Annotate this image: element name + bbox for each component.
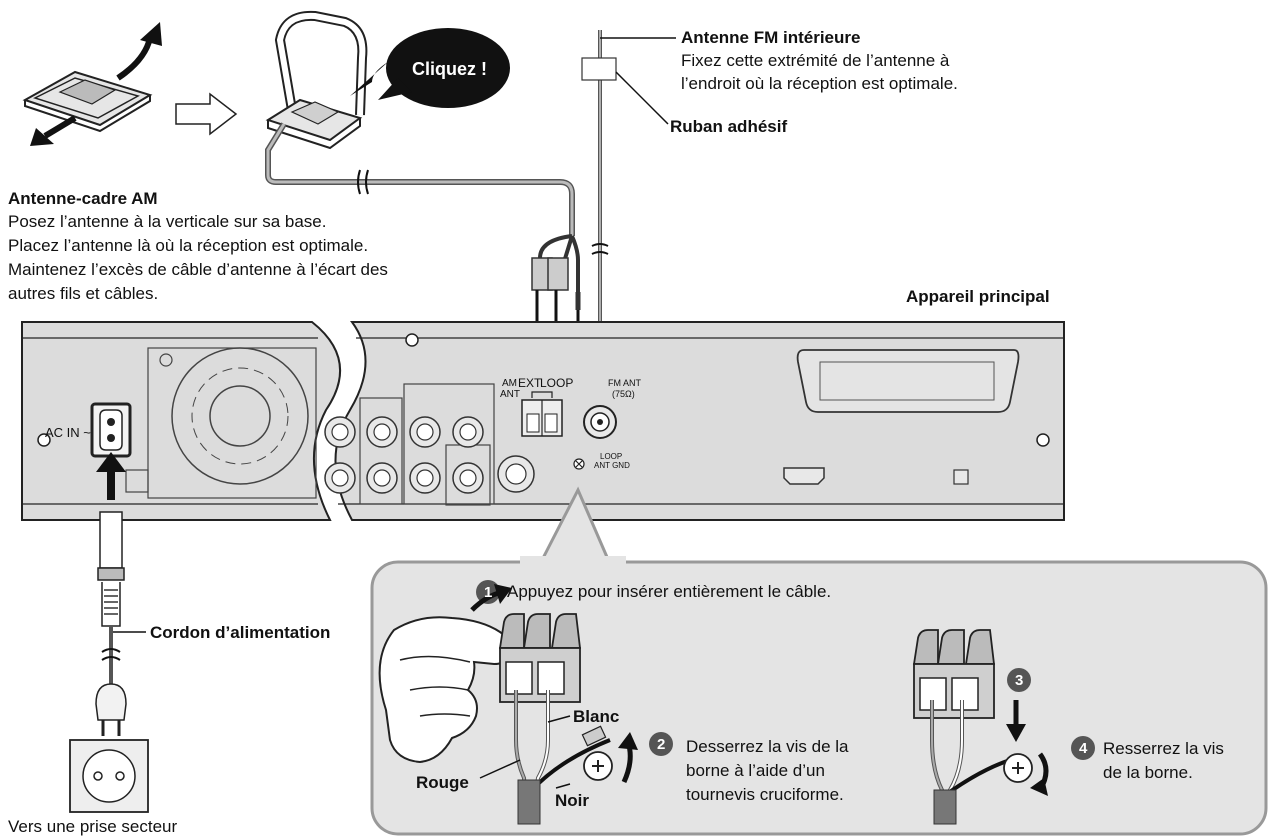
ext-label: EXT (518, 376, 542, 390)
fm-antenna-line-2: l’endroit où la réception est optimale. (681, 74, 958, 93)
step-4-line-2: de la borne. (1103, 763, 1193, 782)
loop-gnd-label-2: ANT GND (594, 461, 630, 470)
rotate-down-arrow-icon (43, 115, 77, 139)
am-loop-antenna-icon (265, 10, 368, 150)
am-antenna-base-icon (22, 70, 153, 133)
step-4-badge (1071, 736, 1095, 760)
main-unit-panel (21, 321, 1065, 521)
main-unit-label: Appareil principal (906, 287, 1050, 306)
arrow-head-up (140, 22, 162, 46)
loop-gnd-label-1: LOOP (600, 452, 623, 461)
ac-in-label: AC IN ~ (45, 425, 91, 440)
loop-label: LOOP (540, 376, 574, 390)
hand-icon (378, 616, 512, 764)
step-4-line-1: Resserrez la vis (1103, 739, 1224, 758)
step-1-text: Appuyez pour insérer entièrement le câbl… (507, 582, 832, 601)
step-1-badge (476, 580, 500, 604)
step-2-number: 2 (657, 736, 666, 753)
fm-antenna-title: Antenne FM intérieure (681, 28, 861, 47)
step-2-line-1: Desserrez la vis de la (686, 737, 849, 756)
click-bubble (350, 28, 510, 108)
cable-break-mark (357, 169, 369, 195)
power-plug-icon (97, 511, 125, 627)
screw-icon (581, 725, 613, 781)
hollow-arrow-icon (175, 92, 238, 136)
tape-leader-line (615, 71, 669, 125)
step-2-line-2: borne à l’aide d’un (686, 761, 825, 780)
adhesive-tape (581, 57, 617, 81)
am-ant-label-1: AM (502, 378, 517, 389)
fm-break-mark (591, 243, 609, 255)
fm-ant-label-1: FM ANT (608, 378, 641, 388)
wire-label-red: Rouge (416, 773, 469, 792)
am-antenna-title: Antenne-cadre AM (8, 189, 158, 208)
arrow-head-down (30, 128, 54, 146)
rotate-up-arrow-icon (116, 37, 153, 81)
power-cord-label: Cordon d’alimentation (150, 623, 331, 642)
wire-label-black: Noir (555, 791, 589, 810)
step-1-number: 1 (484, 584, 493, 601)
wire-label-white: Blanc (573, 707, 620, 726)
terminal-block-right (912, 629, 996, 719)
step-3-number: 3 (1015, 672, 1024, 689)
callout-pointer (538, 486, 612, 565)
am-antenna-line-4: autres fils et câbles. (8, 284, 159, 303)
am-ant-label-2: ANT (500, 389, 520, 400)
fm-antenna-line-1: Fixez cette extrémité de l’antenne à (681, 51, 950, 70)
tape-label: Ruban adhésif (670, 117, 788, 136)
fm-ant-label-2: (75Ω) (612, 389, 635, 399)
am-antenna-line-3: Maintenez l’excès de câble d’antenne à l… (8, 260, 388, 279)
step-4-number: 4 (1079, 740, 1088, 757)
am-antenna-line-2: Placez l’antenne là où la réception est … (8, 236, 369, 255)
screw-icon-right (1003, 753, 1033, 783)
wall-plug-icon (95, 683, 127, 736)
click-bubble-label: Cliquez ! (412, 59, 487, 79)
am-antenna-line-1: Posez l’antenne à la verticale sur sa ba… (8, 212, 327, 231)
step-2-badge (649, 732, 673, 756)
step-3-badge (1007, 668, 1031, 692)
terminal-block-left (498, 613, 582, 703)
step-2-line-3: tournevis cruciforme. (686, 785, 844, 804)
wall-outlet-icon (69, 739, 149, 813)
outlet-label: Vers une prise secteur (8, 817, 178, 836)
